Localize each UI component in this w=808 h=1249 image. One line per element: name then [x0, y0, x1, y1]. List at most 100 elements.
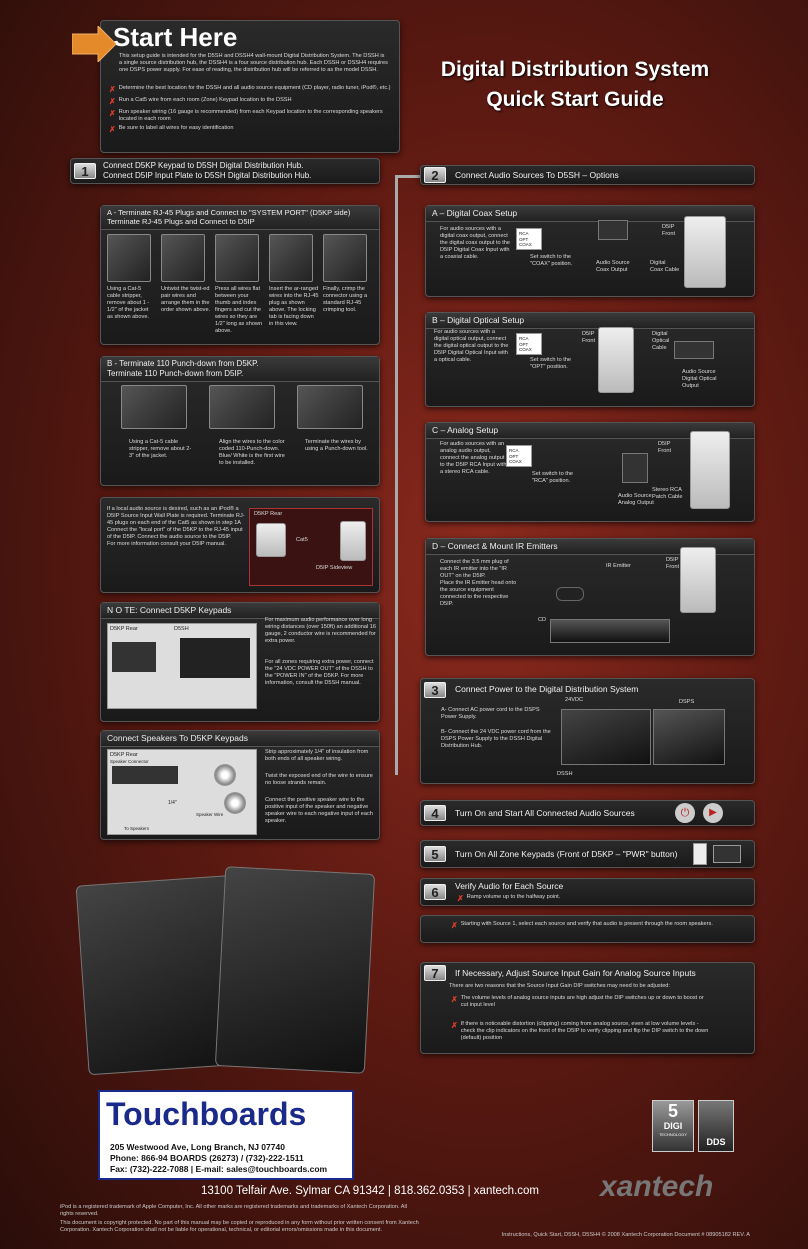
footer-brand: xantech: [600, 1170, 714, 1203]
d5ip-front-device: [684, 216, 726, 288]
step-number: 6: [424, 884, 446, 900]
optical-source-device: [674, 341, 714, 359]
keypad-rear-device: [112, 642, 156, 672]
switch-note: Set switch to the "OPT" position.: [530, 357, 572, 370]
x-icon: ✗: [109, 85, 116, 94]
step1-header: 1 Connect D5KP Keypad to D5SH Digital Di…: [70, 158, 380, 184]
product-image: [75, 866, 380, 1100]
step6-detail: ✗Starting with Source 1, select each sou…: [420, 915, 755, 943]
step1-title: Connect D5KP Keypad to D5SH Digital Dist…: [103, 161, 312, 180]
x-icon: ✗: [109, 97, 116, 106]
keypad-icon: [693, 843, 707, 865]
d5ip-front-device: [680, 547, 716, 613]
x-icon: ✗: [451, 921, 458, 930]
step6-title: Verify Audio for Each Source: [455, 881, 564, 891]
note-diagram: D5KP Rear D5SH: [107, 623, 257, 709]
diagram-label: Audio Source Analog Output: [618, 493, 654, 506]
cd-player-device: [550, 619, 670, 643]
coax-source-device: [598, 220, 628, 240]
diagram-label: D5IP Front: [666, 557, 680, 570]
step-number: 5: [424, 846, 446, 862]
switch-note: Set switch to the "RCA" position.: [532, 471, 574, 484]
step3-a-text: A- Connect AC power cord to the DSPS Pow…: [441, 707, 540, 720]
step3-b-text: B- Connect the 24 VDC power cord from th…: [441, 729, 551, 749]
power-supply-device: [653, 709, 725, 765]
speaker-connector: [112, 766, 178, 784]
ir-emitter-icon: [556, 587, 584, 601]
caption: Using a Cat-5 cable stripper, remove abo…: [107, 286, 150, 320]
speakers-title: Connect Speakers To D5KP Keypads: [101, 731, 379, 747]
keypad-icon: [713, 845, 741, 863]
cable-photo: [323, 234, 367, 282]
step-number: 4: [424, 805, 446, 821]
note-title: N O TE: Connect D5KP Keypads: [101, 603, 379, 619]
step1a-panel: A - Terminate RJ-45 Plugs and Connect to…: [100, 205, 380, 345]
step6-text: ✗Starting with Source 1, select each sou…: [451, 921, 713, 930]
speakers-text2: Twist the exposed end of the wire to ens…: [265, 773, 373, 786]
diagram-label: D5IP Front: [658, 441, 672, 454]
cable-photo: [269, 234, 313, 282]
diagram-label: Speaker Connector: [110, 759, 149, 764]
dealer-box: Touchboards 205 Westwood Ave, Long Branc…: [98, 1090, 354, 1180]
step6-panel: 6 Verify Audio for Each Source ✗Ramp vol…: [420, 878, 755, 906]
caption: Untwist the twist-ed pair wires and arra…: [161, 286, 211, 313]
diagram-label: D5SH: [174, 626, 189, 632]
speaker-icon: [224, 792, 246, 814]
note-text2: For all zones requiring extra power, con…: [265, 659, 374, 686]
step2c-text: For audio sources with an analog audio o…: [440, 441, 507, 475]
caption: Finally, crimp the connector using a sta…: [323, 286, 368, 313]
diagram-label: Audio Source Digital Optical Output: [682, 369, 717, 389]
punchdown-tool-photo: [297, 385, 363, 429]
diagram-label: Cat5: [296, 537, 308, 543]
step2c-title: C – Analog Setup: [426, 423, 754, 439]
step7-panel: 7 If Necessary, Adjust Source Input Gain…: [420, 962, 755, 1054]
diagram-label: To Speakers: [124, 826, 150, 831]
document-number: Instructions, Quick Start, D5SH, D5SH4 ©…: [501, 1232, 750, 1238]
step2b-panel: B – Digital Optical Setup For audio sour…: [425, 312, 755, 407]
step3-title: Connect Power to the Digital Distributio…: [455, 684, 639, 694]
caption: Terminate the wires by using a Punch-dow…: [305, 439, 368, 452]
dealer-phone: Phone: 866-94 BOARDS (26273) / (732)-222…: [110, 1153, 304, 1163]
cable-photo: [161, 234, 205, 282]
start-here-title: Start Here: [113, 22, 238, 52]
step5-title: Turn On All Zone Keypads (Front of D5KP …: [455, 849, 678, 859]
diagram-label: Speaker Wire: [196, 812, 224, 817]
speakers-diagram: D5KP Rear Speaker Connector 1/4" Speaker…: [107, 749, 257, 835]
intro-text: This setup guide is intended for the D5S…: [119, 53, 388, 73]
x-icon: ✗: [451, 1021, 458, 1030]
footer-address: 13100 Telfair Ave. Sylmar CA 91342 | 818…: [201, 1185, 539, 1197]
diagram-label: D5IP Front: [582, 331, 596, 344]
diagram-label: D5KP Rear: [110, 626, 138, 632]
connector-rail-top: [395, 175, 423, 178]
caption: Using a Cat-5 cable stripper, remove abo…: [129, 439, 192, 459]
d5ip-device: [340, 521, 366, 561]
step2a-panel: A – Digital Coax Setup For audio sources…: [425, 205, 755, 297]
x-icon: ✗: [109, 109, 116, 118]
step-number: 2: [424, 167, 446, 183]
caption: Align the wires to the color coded 110-P…: [219, 439, 285, 466]
diagram-label: D5KP Rear: [254, 511, 283, 517]
diagram-label: DSSH: [557, 771, 573, 777]
speakers-panel: Connect Speakers To D5KP Keypads D5KP Re…: [100, 730, 380, 840]
note-text1: For maximum audio performance over long …: [265, 617, 377, 644]
bullet-list: ✗Determine the best location for the DSS…: [109, 85, 394, 135]
step7-intro: There are two reasons that the Source In…: [449, 983, 670, 989]
diagram-label: CD: [538, 617, 547, 623]
dealer-fax: Fax: (732)-222-7088 | E-mail: sales@touc…: [110, 1164, 328, 1174]
step7-reason2: ✗If there is noticeable distortion (clip…: [451, 1021, 709, 1041]
connector-rail: [395, 175, 421, 775]
speakers-text1: Strip approximately 1/4" of insulation f…: [265, 749, 369, 762]
step4-title: Turn On and Start All Connected Audio So…: [455, 808, 635, 818]
hub-device: [561, 709, 651, 765]
diagram-label: DSPS: [679, 699, 695, 705]
punchdown-photo: [209, 385, 275, 429]
step-number: 1: [74, 163, 96, 179]
dds-badge: DDS: [698, 1100, 734, 1152]
start-here-panel: Start Here This setup guide is intended …: [100, 20, 400, 153]
analog-source-device: [622, 453, 648, 483]
d5ip-front-device: [598, 327, 634, 393]
bullet-item: ✗Determine the best location for the DSS…: [109, 85, 391, 94]
